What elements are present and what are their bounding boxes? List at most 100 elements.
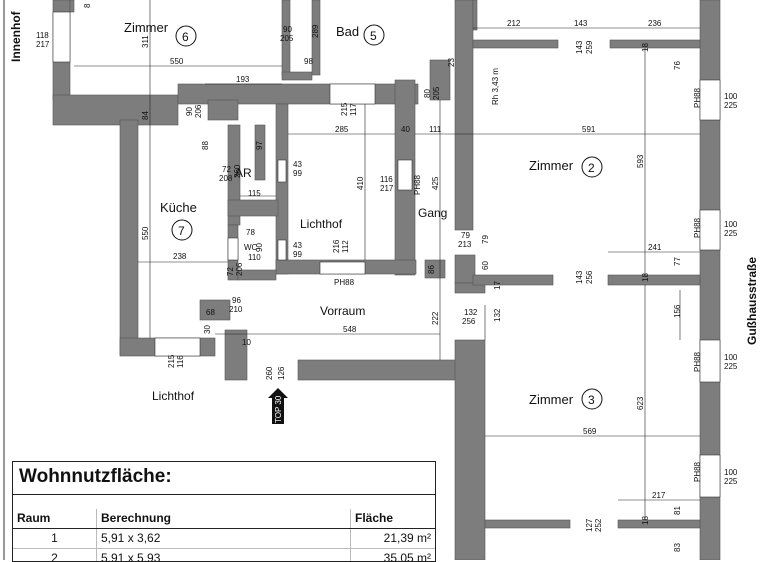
dim-550a: 550 — [170, 57, 184, 66]
dim-99b: 99 — [293, 250, 302, 259]
dim-30: 30 — [203, 325, 212, 334]
label-street: Gußhausstraße — [745, 257, 759, 345]
dim-143b: 143 — [575, 40, 584, 54]
cell-flaeche: 35,05 m² — [383, 551, 431, 562]
room-name-zimmer-6: Zimmer — [124, 20, 169, 35]
dim-425: 425 — [431, 176, 440, 190]
dim-593: 593 — [636, 154, 645, 168]
dim-60: 60 — [481, 261, 490, 270]
dim-72a: 72 — [222, 165, 231, 174]
dim-225d: 225 — [724, 477, 738, 486]
dim-100a: 100 — [724, 92, 738, 101]
dim-210: 210 — [229, 305, 243, 314]
room-name-zimmer-3: Zimmer — [529, 392, 574, 407]
cell-raum: 1 — [13, 529, 97, 548]
label-ph88-2: PH88 — [693, 217, 702, 238]
dim-259: 259 — [585, 40, 594, 54]
dim-72b: 72 — [226, 267, 235, 276]
dim-132b: 132 — [493, 308, 502, 322]
dim-17: 17 — [493, 281, 502, 290]
dim-143c: 143 — [575, 270, 584, 284]
label-ph88-1: PH88 — [693, 87, 702, 108]
dim-548: 548 — [343, 325, 357, 334]
dim-96: 96 — [232, 296, 241, 305]
dim-205b: 205 — [432, 86, 441, 100]
dim-213: 213 — [458, 240, 472, 249]
room-number-2: 2 — [588, 161, 595, 175]
label-ph88-3: PH88 — [693, 351, 702, 372]
dim-86: 86 — [427, 265, 436, 274]
dimension-texts: 118 217 311 90 205 289 212 143 236 550 9… — [36, 3, 738, 552]
dim-110: 110 — [248, 253, 261, 262]
dim-18b: 18 — [641, 273, 650, 282]
area-table-header: Raum Berechnung Fläche — [13, 509, 435, 529]
col-flaeche: Fläche — [355, 511, 394, 525]
dim-10: 10 — [242, 338, 251, 347]
dim-289: 289 — [311, 24, 320, 38]
dim-83: 83 — [673, 543, 682, 552]
label-ph88-5: PH88 — [413, 174, 422, 195]
dim-79a: 79 — [461, 231, 470, 240]
dim-623: 623 — [636, 396, 645, 410]
dim-260: 260 — [233, 164, 242, 178]
label-lichthof-outer: Lichthof — [152, 389, 195, 403]
dim-97: 97 — [255, 141, 264, 150]
dim-241: 241 — [648, 243, 662, 252]
dim-225a: 225 — [724, 101, 738, 110]
room-number-7: 7 — [178, 224, 185, 238]
dim-84: 84 — [141, 111, 150, 120]
dim-217b: 217 — [652, 491, 666, 500]
dim-112: 112 — [341, 240, 350, 253]
table-row: 1 5,91 x 3,62 21,39 m² — [13, 529, 435, 549]
dim-225c: 225 — [724, 362, 738, 371]
room-name-bad: Bad — [336, 24, 359, 39]
dim-100b: 100 — [724, 220, 738, 229]
dim-90c: 90 — [255, 243, 264, 252]
label-vorraum: Vorraum — [320, 304, 365, 318]
dim-88: 88 — [201, 141, 210, 150]
dim-215b: 215 — [167, 354, 176, 368]
dim-208: 208 — [219, 174, 233, 183]
dim-236: 236 — [648, 19, 662, 28]
dim-550b: 550 — [141, 226, 150, 240]
dim-252: 252 — [594, 518, 603, 532]
dim-256b: 256 — [462, 317, 476, 326]
dim-127: 127 — [585, 518, 594, 532]
top-arrow-icon — [268, 388, 288, 424]
dim-410: 410 — [356, 176, 365, 190]
dim-68: 68 — [206, 308, 215, 317]
room-name-zimmer-2: Zimmer — [529, 158, 574, 173]
dim-222: 222 — [431, 311, 440, 325]
dim-205a: 205 — [280, 34, 294, 43]
col-berechnung: Berechnung — [97, 509, 351, 528]
dim-117: 117 — [349, 103, 358, 116]
dim-111: 111 — [429, 125, 442, 134]
room-name-kueche: Küche — [160, 200, 197, 215]
col-raum: Raum — [13, 509, 97, 528]
dim-206b: 206 — [194, 104, 203, 118]
label-rh: Rh 3,43 m — [491, 68, 500, 105]
dim-116a: 116 — [380, 175, 393, 184]
dim-18a: 18 — [641, 43, 650, 52]
dim-238: 238 — [173, 252, 187, 261]
area-table-title: Wohnnutzfläche: — [13, 462, 435, 495]
dim-217a: 217 — [380, 184, 394, 193]
dim-18c: 18 — [641, 516, 650, 525]
room-number-circle-6 — [175, 25, 197, 47]
label-wc: WC — [244, 243, 258, 252]
dim-80: 80 — [423, 89, 432, 98]
dim-126: 126 — [277, 366, 286, 380]
dim-311: 311 — [141, 35, 150, 48]
dim-206c: 206 — [235, 262, 244, 276]
dim-23: 23 — [447, 58, 456, 67]
dim-77: 77 — [673, 257, 682, 266]
cell-flaeche: 21,39 m² — [383, 531, 431, 545]
room-number-5: 5 — [370, 29, 377, 43]
label-ar: AR — [235, 166, 252, 180]
dimension-lines — [74, 0, 700, 520]
dim-285: 285 — [335, 125, 349, 134]
dim-100d: 100 — [724, 468, 738, 477]
dim-216: 216 — [332, 239, 341, 253]
room-number-circle-5 — [363, 24, 385, 46]
dim-569: 569 — [583, 427, 597, 436]
